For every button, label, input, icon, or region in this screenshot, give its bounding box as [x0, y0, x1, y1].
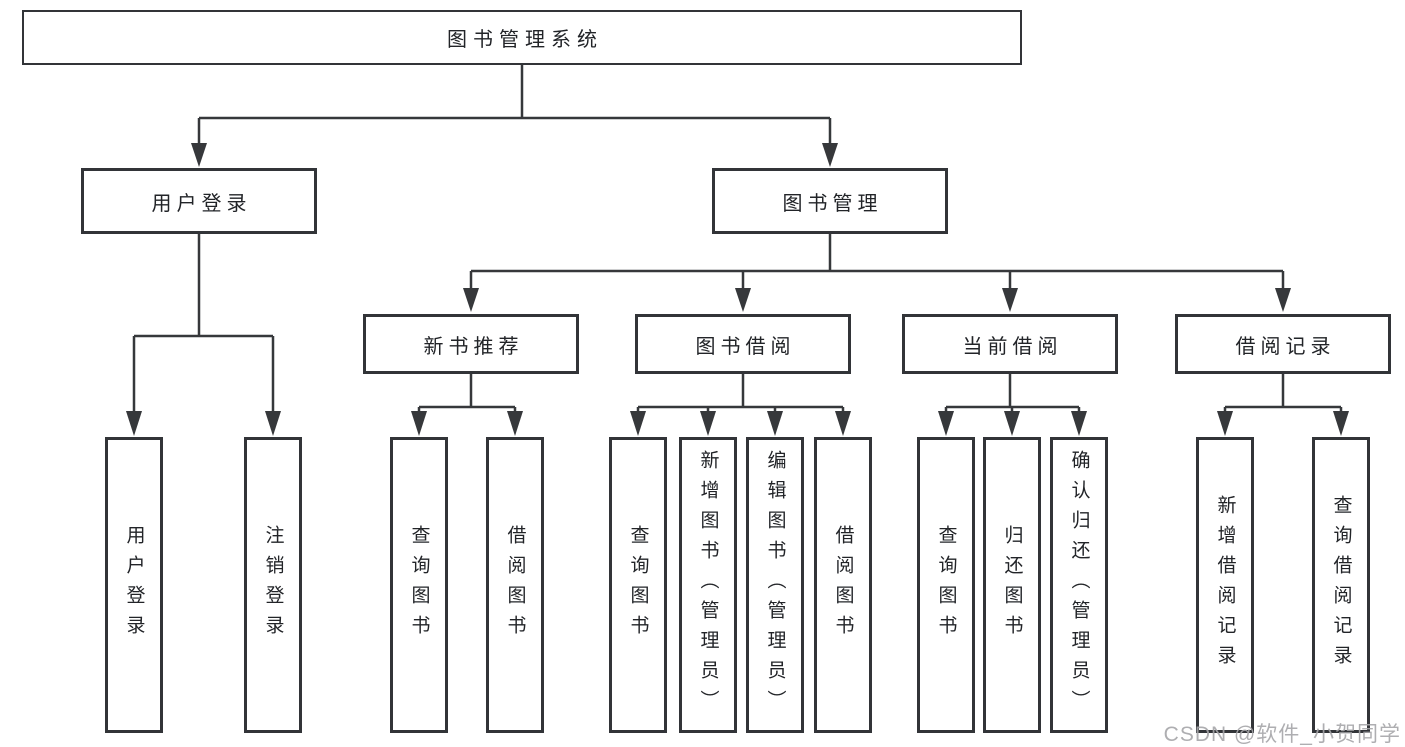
arrow-down-icon	[1275, 288, 1291, 312]
leaf-logout-login: 注销登录	[244, 437, 302, 733]
leaf-label: 查询图书	[627, 525, 649, 645]
arrow-down-icon	[191, 143, 207, 167]
leaf-add-borrow-record: 新增借阅记录	[1196, 437, 1254, 733]
arrow-down-icon	[767, 411, 783, 436]
leaf-user-login: 用户登录	[105, 437, 163, 733]
leaf-label: 借阅图书	[832, 525, 854, 645]
leaf-label: 归还图书	[1001, 525, 1023, 645]
leaf-return-book: 归还图书	[983, 437, 1041, 733]
node-root-system: 图书管理系统	[22, 10, 1022, 65]
leaf-edit-book-admin: 编辑图书（管理员）	[746, 437, 804, 733]
leaf-label: 编辑图书（管理员）	[764, 450, 786, 720]
connector-book-borrow-to-leaves	[630, 374, 851, 436]
leaf-query-borrow-record: 查询借阅记录	[1312, 437, 1370, 733]
arrow-down-icon	[1217, 411, 1233, 436]
arrow-down-icon	[1002, 288, 1018, 312]
arrow-down-icon	[126, 411, 142, 436]
connector-root-to-level2	[191, 65, 838, 167]
arrow-down-icon	[938, 411, 954, 436]
node-new-book-recommend: 新书推荐	[363, 314, 579, 374]
node-user-login: 用户登录	[81, 168, 317, 234]
arrow-down-icon	[822, 143, 838, 167]
node-book-management: 图书管理	[712, 168, 948, 234]
arrow-down-icon	[700, 411, 716, 436]
arrow-down-icon	[265, 411, 281, 436]
arrow-down-icon	[507, 411, 523, 436]
arrow-down-icon	[1333, 411, 1349, 436]
connector-current-borrow-to-leaves	[938, 374, 1087, 436]
connector-user-login-to-leaves	[126, 234, 281, 436]
leaf-label: 查询图书	[935, 525, 957, 645]
arrow-down-icon	[630, 411, 646, 436]
leaf-borrow-book-recommend: 借阅图书	[486, 437, 544, 733]
arrow-down-icon	[411, 411, 427, 436]
arrow-down-icon	[463, 288, 479, 312]
leaf-query-book-current: 查询图书	[917, 437, 975, 733]
leaf-label: 新增借阅记录	[1214, 495, 1236, 675]
node-borrow-records: 借阅记录	[1175, 314, 1391, 374]
leaf-label: 用户登录	[123, 525, 145, 645]
leaf-confirm-return-admin: 确认归还（管理员）	[1050, 437, 1108, 733]
arrow-down-icon	[1071, 411, 1087, 436]
leaf-query-book-borrow: 查询图书	[609, 437, 667, 733]
node-book-borrow: 图书借阅	[635, 314, 851, 374]
node-current-borrow: 当前借阅	[902, 314, 1118, 374]
connector-borrow-records-to-leaves	[1217, 374, 1349, 436]
leaf-label: 查询图书	[408, 525, 430, 645]
leaf-label: 确认归还（管理员）	[1068, 450, 1090, 720]
connector-new-book-recommend-to-leaves	[411, 374, 523, 436]
leaf-query-book-recommend: 查询图书	[390, 437, 448, 733]
arrow-down-icon	[735, 288, 751, 312]
leaf-label: 借阅图书	[504, 525, 526, 645]
leaf-label: 查询借阅记录	[1330, 495, 1352, 675]
arrow-down-icon	[1004, 411, 1020, 436]
arrow-down-icon	[835, 411, 851, 436]
leaf-add-book-admin: 新增图书（管理员）	[679, 437, 737, 733]
leaf-label: 新增图书（管理员）	[697, 450, 719, 720]
connector-book-management-to-level3	[463, 234, 1291, 312]
csdn-watermark: CSDN @软件_小贺同学	[1163, 723, 1401, 746]
leaf-borrow-book: 借阅图书	[814, 437, 872, 733]
leaf-label: 注销登录	[262, 525, 284, 645]
